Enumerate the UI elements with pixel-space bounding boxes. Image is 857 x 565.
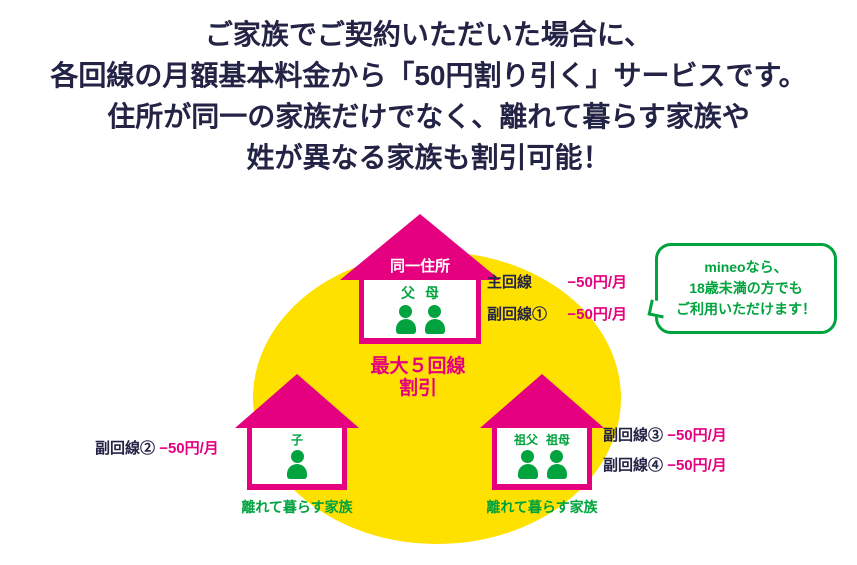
line-name: 副回線④ [603, 457, 664, 474]
heading-line-4: 姓が異なる家族も割引可能！ [246, 142, 611, 173]
person-torso [424, 319, 445, 334]
person-icon [395, 305, 416, 334]
bubble-line-1: mineoなら、 [704, 259, 788, 275]
occupant-names: 祖父 祖母 [514, 431, 570, 448]
house-body: 祖父 祖母 [492, 428, 592, 490]
person-icon [517, 450, 538, 479]
person-head [290, 450, 304, 463]
person-torso [546, 464, 567, 479]
occupant-names: 子 [291, 431, 303, 448]
roof-label: 同一住所 [389, 258, 450, 275]
person-head [428, 305, 441, 318]
speech-bubble-tail [647, 299, 667, 319]
house-body: 子 [247, 428, 347, 490]
house-grandparents: 祖父 祖母 [480, 374, 604, 490]
house-child: 子 [235, 374, 359, 490]
person-icons [517, 450, 567, 479]
house-interior: 祖父 祖母 [497, 428, 587, 484]
line-discount: −50円/月 [159, 440, 219, 457]
bubble-line-3: ご利用いただけます！ [676, 301, 816, 317]
person-head [550, 450, 563, 463]
price-label-sub-line-3: 副回線③ −50円/月 [603, 424, 727, 445]
person-head [521, 450, 534, 463]
person-torso [287, 464, 307, 479]
mineo-speech-bubble: mineoなら、 18歳未満の方でも ご利用いただけます！ [647, 243, 837, 334]
house-interior: 父 母 [364, 280, 476, 338]
max-lines-line-1: 最大５回線 [370, 356, 466, 377]
house-roof: 同一住所 [340, 214, 500, 280]
person-torso [517, 464, 538, 479]
heading-line-3: 住所が同一の家族だけでなく、離れて暮らす家族や [107, 101, 750, 132]
line-discount: −50円/月 [567, 274, 627, 291]
person-head [399, 305, 412, 318]
caption-living-apart-left: 離れて暮らす家族 [241, 499, 353, 515]
line-name: 副回線③ [603, 427, 664, 444]
max-lines-line-2: 割引 [398, 378, 437, 399]
occupant-label-grandmother: 祖母 [546, 433, 571, 447]
person-icon [424, 305, 445, 334]
occupant-label-child: 子 [290, 433, 303, 447]
house-interior: 子 [252, 428, 342, 484]
line-discount: −50円/月 [567, 306, 627, 323]
occupant-label-father: 父 [401, 285, 415, 301]
house-roof [235, 374, 359, 428]
occupant-names: 父 母 [401, 283, 439, 303]
price-label-sub-line-4: 副回線④ −50円/月 [603, 454, 727, 475]
person-icons [395, 305, 445, 334]
line-name: 副回線② [95, 440, 156, 457]
line-name: 主回線 [487, 274, 533, 291]
heading-line-2: 各回線の月額基本料金から「50円割り引く」サービスです。 [50, 60, 807, 91]
line-discount: −50円/月 [667, 427, 727, 444]
person-icon [287, 450, 307, 479]
occupant-label-mother: 母 [425, 285, 439, 301]
person-icon [546, 450, 567, 479]
heading: ご家族でご契約いただいた場合に、 各回線の月額基本料金から「50円割り引く」サー… [0, 14, 857, 178]
house-same-address: 同一住所 父 母 [340, 214, 500, 344]
price-label-sub-line-1: 副回線① −50円/月 [487, 303, 627, 324]
line-discount: −50円/月 [667, 457, 727, 474]
caption-living-apart-right: 離れて暮らす家族 [486, 499, 598, 515]
heading-line-1: ご家族でご契約いただいた場合に、 [204, 19, 653, 50]
house-roof [480, 374, 604, 428]
bubble-line-2: 18歳未満の方でも [689, 280, 803, 296]
line-name: 副回線① [487, 306, 548, 323]
person-torso [395, 319, 416, 334]
house-body: 父 母 [359, 280, 481, 344]
person-icons [287, 450, 307, 479]
max-lines-label: 最大５回線 割引 [358, 356, 478, 400]
price-label-sub-line-2: 副回線② −50円/月 [95, 437, 219, 458]
occupant-label-grandfather: 祖父 [513, 433, 538, 447]
price-label-main-line: 主回線 −50円/月 [487, 271, 627, 292]
